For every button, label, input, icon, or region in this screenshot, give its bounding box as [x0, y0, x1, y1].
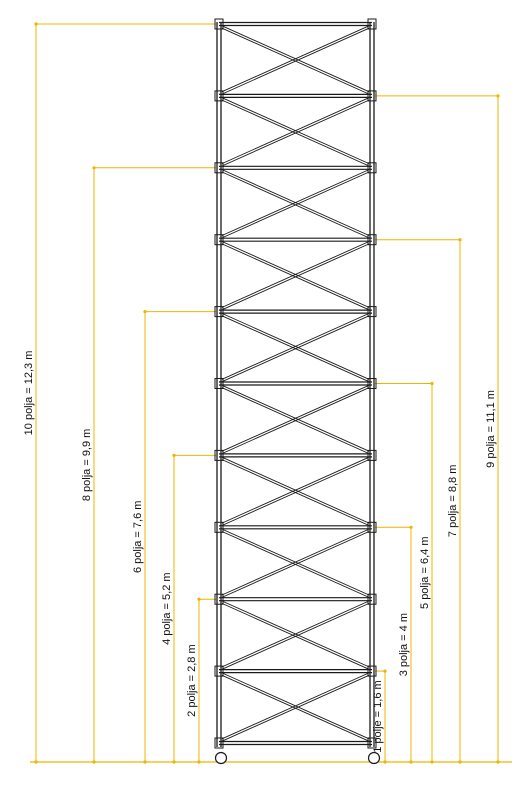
dimension-tick [458, 760, 462, 764]
diagonal-brace [221, 531, 370, 598]
leg-coupler [214, 665, 224, 677]
dimension-label: 8 polja = 9,9 m [81, 429, 93, 501]
diagonal-brace [221, 528, 370, 596]
dimension-label: 1 polje = 1,6 m [372, 680, 384, 752]
diagonal-brace [221, 27, 370, 95]
dimension-label: 9 polja = 11,1 m [485, 390, 497, 468]
leg-coupler [367, 737, 377, 749]
dimension-tick [92, 166, 96, 170]
leg-coupler [214, 90, 224, 102]
leg-coupler [367, 306, 377, 318]
dimension-label: 2 polja = 2,8 m [186, 644, 198, 716]
diagonal-brace [221, 600, 370, 668]
leg-coupler [214, 737, 224, 749]
diagonal-brace [221, 25, 370, 93]
leg-coupler [214, 306, 224, 318]
dimension-tick [172, 453, 176, 457]
dimension-tick [197, 760, 201, 764]
leg-coupler [367, 18, 377, 30]
leg-coupler [214, 162, 224, 174]
diagonal-brace [221, 459, 370, 526]
leg-coupler [367, 234, 377, 246]
diagonal-brace [221, 243, 370, 311]
dimension-tick [383, 669, 387, 673]
diagonal-brace [221, 312, 370, 380]
dimension-tick [383, 760, 387, 764]
diagonal-brace [221, 99, 370, 167]
leg-coupler [367, 665, 377, 677]
dimension-tick [197, 597, 201, 601]
diagonal-brace [221, 171, 370, 239]
diagonal-brace [221, 384, 370, 452]
leg-coupler [367, 90, 377, 102]
diagonal-brace [221, 456, 370, 524]
dimension-tick [172, 760, 176, 764]
pin-support-icon [367, 751, 381, 765]
dimension-label: 10 polja = 12,3 m [23, 351, 35, 436]
dimension-tick [458, 238, 462, 242]
dimension-tick [143, 310, 147, 314]
diagonal-brace [221, 169, 370, 236]
dimension-tick [92, 760, 96, 764]
leg-coupler [367, 449, 377, 461]
diagonal-brace [221, 97, 370, 165]
dimension-tick [34, 22, 38, 26]
diagonal-brace [221, 602, 370, 670]
diagonal-brace [221, 672, 370, 740]
diagonal-brace [221, 241, 370, 308]
pin-support-icon [214, 751, 228, 765]
dimension-tick [409, 760, 413, 764]
dimension-tick [409, 525, 413, 529]
dimension-tick [143, 760, 147, 764]
dimension-label: 4 polja = 5,2 m [161, 572, 173, 644]
leg-coupler [367, 593, 377, 605]
dimension-label: 5 polja = 6,4 m [419, 537, 431, 609]
dimension-tick [496, 760, 500, 764]
dimension-tick [496, 94, 500, 98]
scaffold-tower [214, 18, 377, 749]
leg-coupler [214, 593, 224, 605]
leg-coupler [214, 378, 224, 389]
leg-coupler [214, 521, 224, 533]
dimension-lines [30, 22, 512, 764]
diagonal-brace [221, 315, 370, 383]
dimension-label: 3 polja = 4 m [398, 613, 410, 676]
dimension-labels: 10 polja = 12,3 m 8 polja = 9,9 m 6 polja … [23, 351, 497, 753]
leg-coupler [214, 234, 224, 246]
leg-coupler [367, 162, 377, 174]
dimension-tick [34, 760, 38, 764]
diagonal-brace [221, 387, 370, 455]
leg-coupler [214, 18, 224, 30]
base-supports [214, 751, 381, 765]
diagonal-brace [221, 674, 370, 742]
leg-coupler [367, 378, 377, 389]
dimension-tick [430, 381, 434, 386]
dimension-label: 7 polja = 8,8 m [447, 465, 459, 537]
dimension-tick [430, 760, 434, 764]
leg-coupler [214, 449, 224, 461]
dimension-label: 6 polja = 7,6 m [132, 501, 144, 573]
leg-coupler [367, 521, 377, 533]
